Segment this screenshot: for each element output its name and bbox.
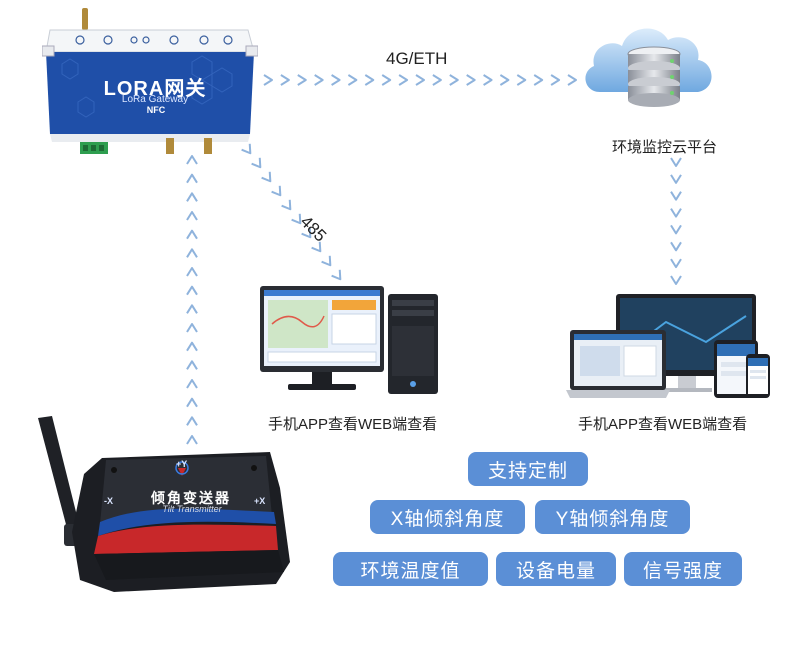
feature-signal-strength: 信号强度 <box>624 552 742 586</box>
devices-icon <box>566 294 770 398</box>
arrow-chevron <box>465 74 476 86</box>
feature-y-tilt: Y轴倾斜角度 <box>535 500 690 534</box>
sensor-title: 倾角变送器 <box>151 490 231 506</box>
arrow-chevron <box>670 190 682 201</box>
lora-gateway-device <box>42 8 258 154</box>
arrow-chevron <box>448 74 459 86</box>
arrow-chevron <box>270 184 286 200</box>
arrow-chevron <box>186 192 198 203</box>
devices-view-label: 手机APP查看WEB端查看 <box>578 416 748 433</box>
arrow-chevron <box>670 157 682 167</box>
arrow-chevron <box>186 379 198 389</box>
sensor-axis-plus-y: +Y <box>176 459 188 469</box>
arrow-chevron <box>415 74 425 86</box>
arrow-chevron <box>320 254 336 270</box>
arrow-chevron <box>670 258 682 269</box>
arrow-chevron <box>313 74 324 86</box>
sensor-subtitle: Tilt Transmitter <box>162 504 222 514</box>
arrow-chevron <box>280 198 296 214</box>
arrow-chevron <box>186 173 198 184</box>
arrow-chevron <box>670 224 682 235</box>
sensor-axis-plus-x: +X <box>254 496 266 506</box>
arrow-chevron <box>364 74 375 86</box>
pc-workstation-icon <box>260 286 438 394</box>
arrow-chevron <box>186 229 198 240</box>
arrow-chevron <box>186 341 198 352</box>
arrow-chevron <box>186 397 198 408</box>
feature-x-tilt: X轴倾斜角度 <box>370 500 525 534</box>
arrow-chevron <box>186 248 198 259</box>
arrow-chevron <box>533 74 544 86</box>
arrow-chevron <box>186 323 198 333</box>
arrow-chevron <box>186 267 198 277</box>
cloud-platform-label: 环境监控云平台 <box>612 139 718 156</box>
arrow-cloud-to-devices <box>670 157 682 285</box>
arrow-chevron <box>670 207 682 218</box>
arrow-chevron <box>670 275 682 285</box>
feature-ambient-temperature: 环境温度值 <box>333 552 488 586</box>
arrow-sensor-to-gateway <box>186 155 198 445</box>
connection-label-4g-eth: 4G/ETH <box>386 49 448 68</box>
arrow-chevron <box>482 74 493 86</box>
tilt-transmitter-device <box>38 416 290 592</box>
arrow-chevron <box>296 74 307 86</box>
arrow-chevron <box>670 241 682 252</box>
arrow-chevron <box>670 173 682 184</box>
arrow-chevron <box>186 211 198 221</box>
gateway-subtitle: LoRa Gateway <box>121 94 189 105</box>
sensor-axis-minus-x: -X <box>104 496 113 506</box>
arrow-chevron <box>186 360 198 371</box>
arrow-chevron <box>330 74 341 86</box>
arrow-chevron <box>250 156 266 172</box>
arrow-chevron <box>186 155 198 165</box>
arrow-gateway-to-cloud <box>263 74 577 86</box>
feature-customizable: 支持定制 <box>468 452 588 486</box>
arrow-chevron <box>347 74 358 86</box>
arrow-chevron <box>263 74 273 86</box>
arrow-chevron <box>431 74 442 86</box>
arrow-chevron <box>186 285 198 296</box>
gateway-nfc-label: NFC <box>146 105 166 115</box>
arrow-chevron <box>499 74 510 86</box>
arrow-gateway-to-pc <box>240 142 346 284</box>
arrow-chevron <box>381 74 392 86</box>
arrow-chevron <box>186 304 198 315</box>
feature-battery-level: 设备电量 <box>496 552 616 586</box>
arrow-chevron <box>550 74 561 86</box>
cloud-server-icon <box>585 28 712 107</box>
arrow-chevron <box>260 170 276 186</box>
pc-view-label: 手机APP查看WEB端查看 <box>268 416 438 433</box>
arrow-chevron <box>330 268 346 284</box>
arrow-chevron <box>567 74 577 86</box>
arrow-chevron <box>516 74 527 86</box>
gateway-title: LORA网关 <box>103 78 207 100</box>
arrow-chevron <box>279 74 290 86</box>
arrow-chevron <box>398 74 409 86</box>
